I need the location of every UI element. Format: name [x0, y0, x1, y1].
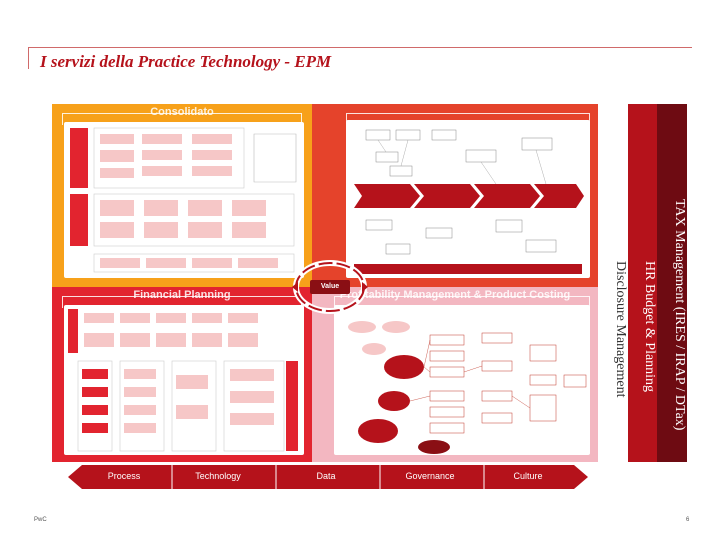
side-bar-label: Disclosure Management — [613, 260, 628, 398]
title-rule — [28, 47, 692, 48]
enabler-technology: Technology — [195, 471, 241, 481]
value-hub-ring — [282, 256, 378, 318]
quadrant-label: Financial Planning — [133, 289, 231, 301]
label-frame — [346, 113, 590, 125]
title-rule-tick — [28, 47, 29, 69]
quadrant-label: Profitability Management & Product Costi… — [339, 289, 571, 301]
enabler-process: Process — [107, 471, 141, 481]
profitability-process-diagram — [334, 305, 590, 455]
side-bar-disclosure[interactable]: Disclosure Management — [598, 104, 628, 462]
enablers-arrow: Process Technology Data Governance Cultu… — [68, 465, 588, 489]
side-bar-tax[interactable]: TAX Management (IRES / IRAP / DTax) — [657, 104, 687, 462]
quadrant-planning[interactable]: Financial Planning — [52, 287, 312, 462]
enabler-culture: Culture — [513, 471, 543, 481]
label-frame — [62, 113, 302, 125]
side-bar-label: HR Budget & Planning — [642, 261, 657, 393]
page-number: 6 — [686, 517, 690, 523]
reporting-process-diagram — [346, 120, 590, 278]
planning-process-diagram — [64, 305, 304, 455]
quadrant-profitability[interactable]: Profitability Management & Product Costi… — [312, 287, 598, 462]
value-badge: Value — [310, 280, 350, 294]
enabler-governance: Governance — [405, 471, 455, 481]
quadrant-label: Consolidato — [150, 106, 214, 118]
enabler-data: Data — [316, 471, 336, 481]
quadrant-consolidation[interactable]: Consolidato — [52, 104, 312, 287]
side-bar-label: TAX Management (IRES / IRAP / DTax) — [672, 199, 687, 431]
footer-brand: PwC — [34, 517, 47, 523]
side-bar-hr-budget[interactable]: HR Budget & Planning — [628, 104, 657, 462]
quadrant-reporting[interactable] — [312, 104, 598, 287]
consolidation-process-diagram — [64, 122, 304, 278]
page-title: I servizi della Practice Technology - EP… — [40, 52, 332, 71]
label-frame — [334, 296, 590, 308]
